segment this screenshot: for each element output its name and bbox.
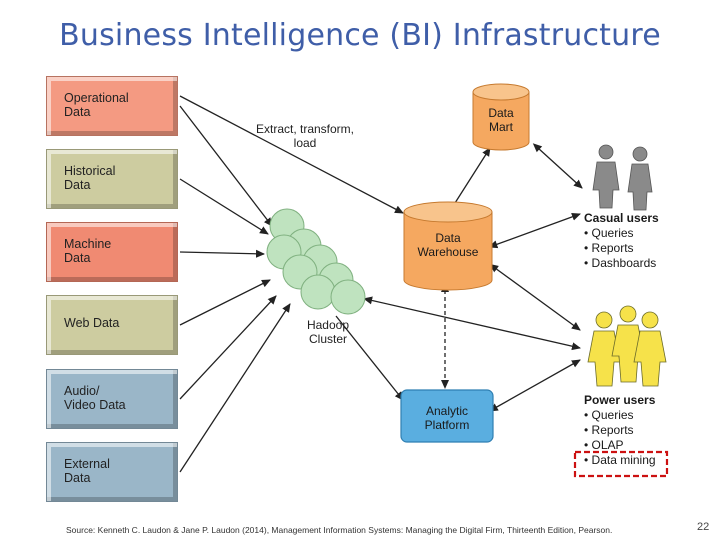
arrow-hadoop-to-analytic <box>335 315 404 401</box>
power-users-icon <box>587 305 667 387</box>
arrow-hadoop-power-users <box>363 296 581 351</box>
arrow-machine-to-hadoop <box>179 249 265 258</box>
source-box-machine-data: Machine Data <box>46 222 178 282</box>
data-warehouse-cylinder <box>403 201 493 291</box>
page-number: 22 <box>697 521 710 533</box>
casual-users-item-dashboards: • Dashboards <box>584 256 657 270</box>
power-users-item-reports: • Reports <box>584 423 634 437</box>
arrow-audio-to-hadoop <box>179 295 277 400</box>
power-users-title: Power users <box>584 393 656 407</box>
etl-label: Extract, transform, load <box>255 122 355 150</box>
casual-users-icon <box>592 144 653 211</box>
source-box-operational-data: Operational Data <box>46 76 178 136</box>
data-mining-highlight <box>573 450 669 478</box>
slide-title: Business Intelligence (BI) Infrastructur… <box>59 18 661 53</box>
arrow-warehouse-casual-users <box>488 212 581 249</box>
source-label: Machine Data <box>64 237 112 265</box>
source-label: Audio/ Video Data <box>64 384 126 412</box>
casual-users-list: Casual users • Queries • Reports • Dashb… <box>584 211 659 271</box>
power-users-item-data-mining: • Data mining <box>584 453 656 467</box>
hadoop-cluster-nodes <box>266 208 366 315</box>
analytic-platform-label: Analytic Platform <box>424 404 470 432</box>
casual-users-item-queries: • Queries <box>584 226 634 240</box>
data-warehouse-label: Data Warehouse <box>417 231 479 259</box>
source-box-historical-data: Historical Data <box>46 149 178 209</box>
arrow-mart-casual-users <box>532 143 583 189</box>
hadoop-node <box>330 279 366 315</box>
power-users-item-queries: • Queries <box>584 408 634 422</box>
source-label: Historical Data <box>64 164 116 192</box>
arrow-external-to-hadoop <box>179 303 291 473</box>
source-citation: Source: Kenneth C. Laudon & Jane P. Laud… <box>66 525 613 535</box>
source-box-web-data: Web Data <box>46 295 178 355</box>
power-users-list: Power users • Queries • Reports • OLAP •… <box>584 393 656 468</box>
arrow-historical-to-hadoop <box>179 178 269 235</box>
hadoop-node <box>300 274 336 310</box>
casual-users-title: Casual users <box>584 211 659 225</box>
source-label: Operational Data <box>64 91 129 119</box>
source-box-audio-video-data: Audio/ Video Data <box>46 369 178 429</box>
source-box-external-data: External Data <box>46 442 178 502</box>
arrow-operational-to-hadoop <box>179 105 273 227</box>
arrow-warehouse-to-mart <box>454 147 491 204</box>
hadoop-cluster-label: Hadoop Cluster <box>306 318 350 346</box>
source-label: Web Data <box>64 316 120 330</box>
arrow-web-to-hadoop <box>179 279 271 326</box>
arrow-warehouse-power-users <box>489 263 581 331</box>
data-mart-cylinder <box>472 83 530 151</box>
source-label: External Data <box>64 457 110 485</box>
casual-users-item-reports: • Reports <box>584 241 634 255</box>
analytic-platform-box <box>400 389 494 443</box>
arrow-etl-to-warehouse <box>179 95 404 214</box>
arrow-analytic-power-users <box>488 359 581 412</box>
power-users-item-olap: • OLAP <box>584 438 624 452</box>
data-mart-label: Data Mart <box>488 106 514 134</box>
